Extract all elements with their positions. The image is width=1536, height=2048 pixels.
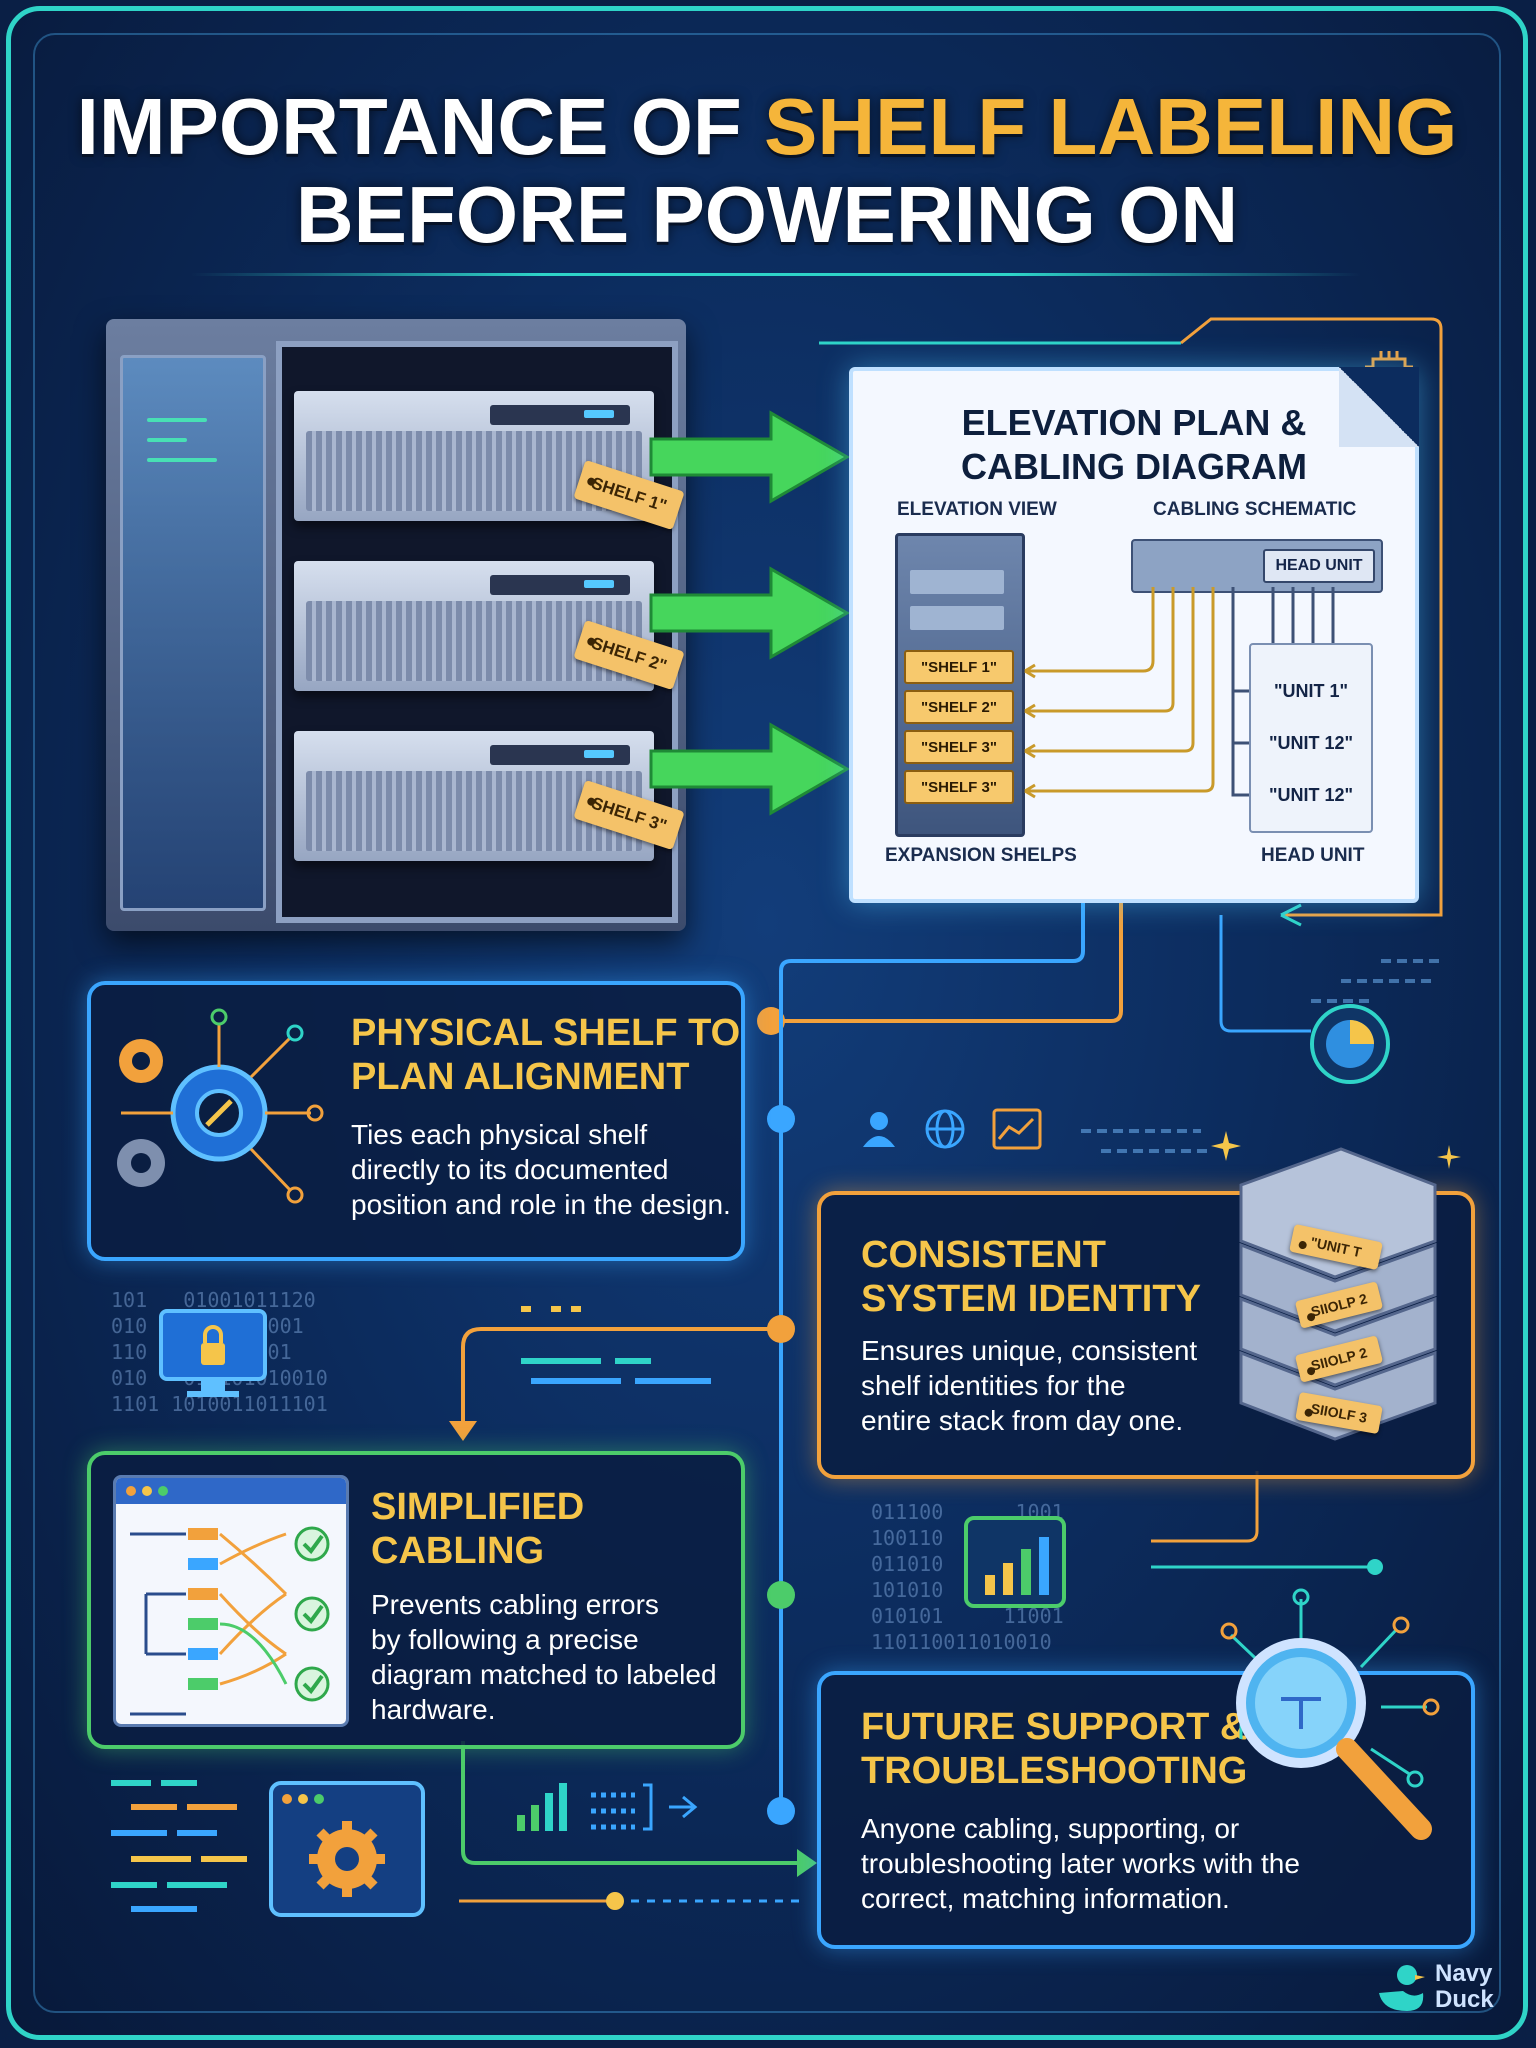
section-title: CONSISTENT SYSTEM IDENTITY bbox=[861, 1233, 1201, 1321]
section-body: Anyone cabling, supporting, or troublesh… bbox=[861, 1811, 1300, 1916]
cabling-flow-window bbox=[113, 1475, 349, 1727]
page-fold bbox=[1339, 367, 1419, 447]
section-title: PHYSICAL SHELF TO PLAN ALIGNMENT bbox=[351, 1011, 740, 1099]
pie-chart-icon bbox=[1310, 1004, 1390, 1084]
elevation-rack: "SHELF 1" "SHELF 2" "SHELF 3" "SHELF 3" bbox=[895, 533, 1025, 837]
section-body: Prevents cabling errors by following a p… bbox=[371, 1587, 717, 1727]
brand-line2: Duck bbox=[1435, 1986, 1494, 2013]
globe-icon bbox=[925, 1109, 965, 1149]
plan-title: ELEVATION PLAN & CABLING DIAGRAM bbox=[853, 401, 1415, 489]
body-line: Ensures unique, consistent bbox=[861, 1335, 1198, 1366]
unit-label: "UNIT 12" bbox=[1268, 785, 1354, 805]
connector-node bbox=[767, 1105, 795, 1133]
expansion-shelves-label: EXPANSION SHELPS bbox=[885, 845, 1077, 866]
brand-line1: Navy bbox=[1435, 1960, 1493, 1987]
section-card-simplified-cabling: SIMPLIFIED CABLING Prevents cabling erro… bbox=[87, 1451, 745, 1749]
page-title: IMPORTANCE OF SHELF LABELING BEFORE POWE… bbox=[11, 83, 1523, 259]
title-accent: SHELF LABELING bbox=[764, 82, 1458, 171]
section-body: Ties each physical shelf directly to its… bbox=[351, 1117, 731, 1222]
elevation-shelf-label: "SHELF 3" bbox=[904, 730, 1014, 764]
section-title: SIMPLIFIED CABLING bbox=[371, 1485, 584, 1573]
elevation-plan-card: ELEVATION PLAN & CABLING DIAGRAM ELEVATI… bbox=[849, 367, 1419, 903]
body-line: hardware. bbox=[371, 1694, 496, 1725]
elevation-shelf-label: "SHELF 2" bbox=[904, 690, 1014, 724]
section-title-line1: CONSISTENT bbox=[861, 1234, 1106, 1276]
signal-bars-icon bbox=[517, 1783, 698, 1831]
title-divider bbox=[191, 273, 1361, 276]
section-title-line1: FUTURE SUPPORT & bbox=[861, 1706, 1248, 1748]
body-line: directly to its documented bbox=[351, 1154, 669, 1185]
body-line: position and role in the design. bbox=[351, 1189, 731, 1220]
head-unit-label: HEAD UNIT bbox=[1261, 845, 1365, 866]
rack-door-glass bbox=[120, 355, 266, 911]
connector-node bbox=[757, 1007, 785, 1035]
server-stack-icon: "UNIT T SIIOLP 2 SIIOLP 2 SIIOLF 3 bbox=[1231, 1145, 1445, 1445]
title-line2: BEFORE POWERING ON bbox=[295, 170, 1239, 259]
head-unit-tag: HEAD UNIT bbox=[1263, 549, 1375, 583]
body-line: entire stack from day one. bbox=[861, 1405, 1184, 1436]
magnifier-icon bbox=[1220, 1588, 1440, 1840]
body-line: correct, matching information. bbox=[861, 1883, 1230, 1914]
section-title-line2: SYSTEM IDENTITY bbox=[861, 1278, 1201, 1320]
section-body: Ensures unique, consistent shelf identit… bbox=[861, 1333, 1197, 1438]
section-card-physical-alignment: PHYSICAL SHELF TO PLAN ALIGNMENT Ties ea… bbox=[87, 981, 745, 1261]
section-title-line1: SIMPLIFIED bbox=[371, 1486, 585, 1528]
section-card-future-support: FUTURE SUPPORT & TROUBLESHOOTING Anyone … bbox=[817, 1671, 1475, 1949]
arrow-right-icon bbox=[649, 410, 850, 504]
connector-node bbox=[767, 1581, 795, 1609]
body-line: Ties each physical shelf bbox=[351, 1119, 648, 1150]
user-icon bbox=[863, 1112, 895, 1147]
plan-title-line1: ELEVATION PLAN & bbox=[961, 402, 1307, 443]
section-title-line2: CABLING bbox=[371, 1530, 545, 1572]
code-lines-decor bbox=[521, 1306, 711, 1384]
lock-monitor-icon bbox=[159, 1309, 267, 1397]
elevation-view-label: ELEVATION VIEW bbox=[897, 499, 1057, 520]
body-line: diagram matched to labeled bbox=[371, 1659, 717, 1690]
cabling-schematic-label: CABLING SCHEMATIC bbox=[1153, 499, 1357, 520]
elevation-shelf-label: "SHELF 1" bbox=[904, 650, 1014, 684]
code-lines-decor bbox=[111, 1780, 247, 1912]
body-line: shelf identities for the bbox=[861, 1370, 1126, 1401]
connector-node bbox=[1367, 1559, 1383, 1575]
body-line: Anyone cabling, supporting, or bbox=[861, 1813, 1240, 1844]
unit-label: "UNIT 12" bbox=[1268, 733, 1354, 753]
connector-node bbox=[767, 1315, 795, 1343]
unit-label: "UNIT 1" bbox=[1273, 681, 1349, 701]
body-line: by following a precise bbox=[371, 1624, 639, 1655]
sparkle-icon bbox=[1211, 1131, 1241, 1161]
body-line: Prevents cabling errors bbox=[371, 1589, 659, 1620]
network-switch: HEAD UNIT bbox=[1131, 539, 1383, 593]
connector-lines bbox=[449, 317, 1443, 1910]
settings-window-icon bbox=[269, 1781, 425, 1917]
trend-chart-icon bbox=[992, 1108, 1042, 1150]
inner-border bbox=[33, 33, 1501, 2013]
brand-wordmark: Navy Duck bbox=[1435, 1961, 1494, 2013]
connector-node bbox=[606, 1892, 624, 1910]
section-title-line2: PLAN ALIGNMENT bbox=[351, 1056, 690, 1098]
plan-title-line2: CABLING DIAGRAM bbox=[961, 446, 1307, 487]
flow-diagram-icon bbox=[130, 1526, 330, 1716]
section-title-line2: TROUBLESHOOTING bbox=[861, 1750, 1248, 1792]
section-title-line1: PHYSICAL SHELF TO bbox=[351, 1012, 741, 1054]
arrow-right-icon bbox=[649, 722, 850, 816]
body-line: troubleshooting later works with the bbox=[861, 1848, 1300, 1879]
sparkle-icon bbox=[1437, 1145, 1461, 1169]
gear-network-icon bbox=[117, 1008, 324, 1204]
head-unit-box: "UNIT 1" "UNIT 12" "UNIT 12" bbox=[1249, 643, 1373, 833]
section-title: FUTURE SUPPORT & TROUBLESHOOTING bbox=[861, 1705, 1247, 1793]
connector-node bbox=[767, 1797, 795, 1825]
bar-chart-icon bbox=[964, 1516, 1066, 1608]
title-part1: IMPORTANCE OF bbox=[76, 82, 765, 171]
arrow-right-icon bbox=[649, 566, 850, 660]
elevation-shelf-label: "SHELF 3" bbox=[904, 770, 1014, 804]
duck-logo-icon bbox=[1379, 1965, 1425, 2011]
cable-lines bbox=[1024, 587, 1335, 799]
infographic-frame: IMPORTANCE OF SHELF LABELING BEFORE POWE… bbox=[6, 6, 1528, 2040]
